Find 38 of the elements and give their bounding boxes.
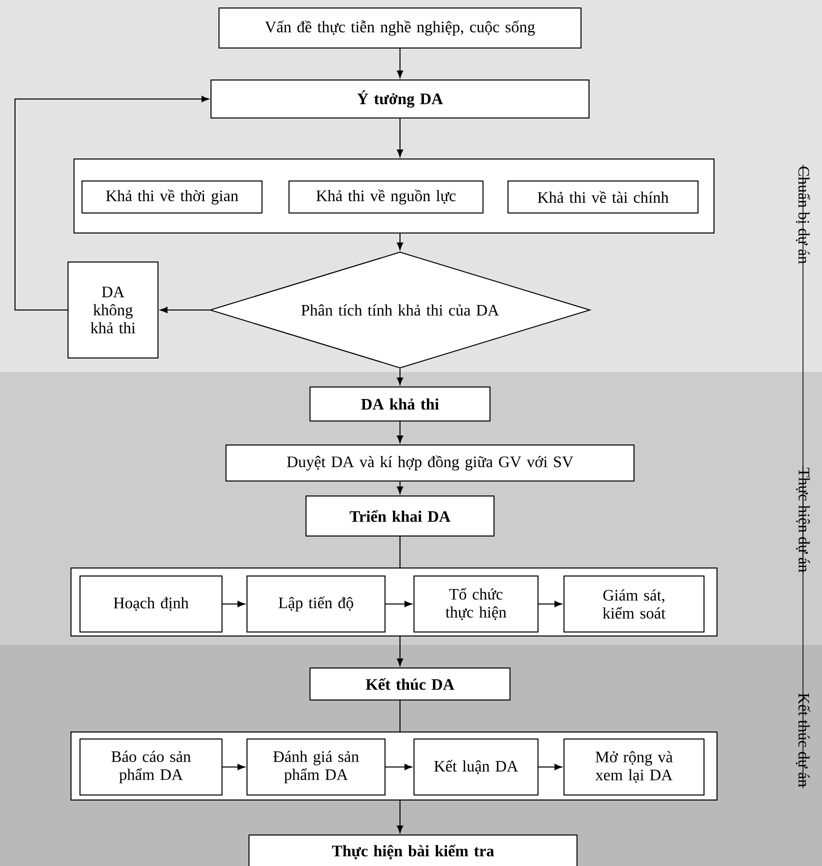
arrow	[396, 118, 404, 157]
process-box: DA không khả thi	[68, 262, 158, 358]
arrow	[396, 368, 404, 385]
process-box: Đánh giá sản phẩm DA	[246, 738, 386, 796]
arrow	[396, 800, 404, 834]
arrow	[14, 96, 209, 310]
arrow	[396, 636, 404, 666]
process-box: Ý tưởng DA	[210, 80, 590, 118]
arrow	[396, 233, 404, 250]
arrow	[222, 600, 245, 608]
process-box: Tổ chức thực hiện	[414, 576, 538, 632]
process-box: Lập tiến độ	[246, 576, 386, 632]
process-box: Mở rộng và xem lại DA	[564, 738, 704, 796]
process-box: Hoạch định	[80, 576, 222, 632]
process-box: DA khả thi	[310, 386, 490, 422]
process-box: Báo cáo sản phẩm DA	[80, 738, 222, 796]
process-box: Khả thi về thời gian	[82, 180, 262, 214]
arrow	[396, 481, 404, 494]
phase-label: Kết thúc dự án	[796, 693, 810, 787]
arrow	[538, 764, 562, 770]
arrow	[222, 764, 245, 770]
process-box: Khả thi về tài chính	[508, 180, 698, 214]
arrow	[160, 306, 210, 314]
process-box: Kết luận DA	[414, 738, 538, 796]
arrow	[396, 48, 404, 78]
phase-label: Chuẩn bị dự án	[796, 166, 810, 264]
arrow	[538, 600, 562, 608]
process-box: Thực hiện bài kiểm tra	[248, 834, 578, 866]
process-box: Khả thi về nguồn lực	[288, 180, 484, 214]
arrow	[385, 764, 412, 770]
process-box: Kết thúc DA	[310, 668, 510, 700]
arrow	[396, 421, 404, 443]
process-box: Duyệt DA và kí hợp đồng giữa GV với SV	[226, 444, 634, 482]
process-box: Vấn đề thực tiễn nghề nghiệp, cuộc sống	[218, 8, 582, 48]
arrow	[385, 600, 412, 608]
process-box: Triển khai DA	[306, 496, 494, 536]
process-box: Giám sát, kiểm soát	[564, 576, 704, 632]
phase-label: Thực hiện dự án	[796, 468, 810, 572]
